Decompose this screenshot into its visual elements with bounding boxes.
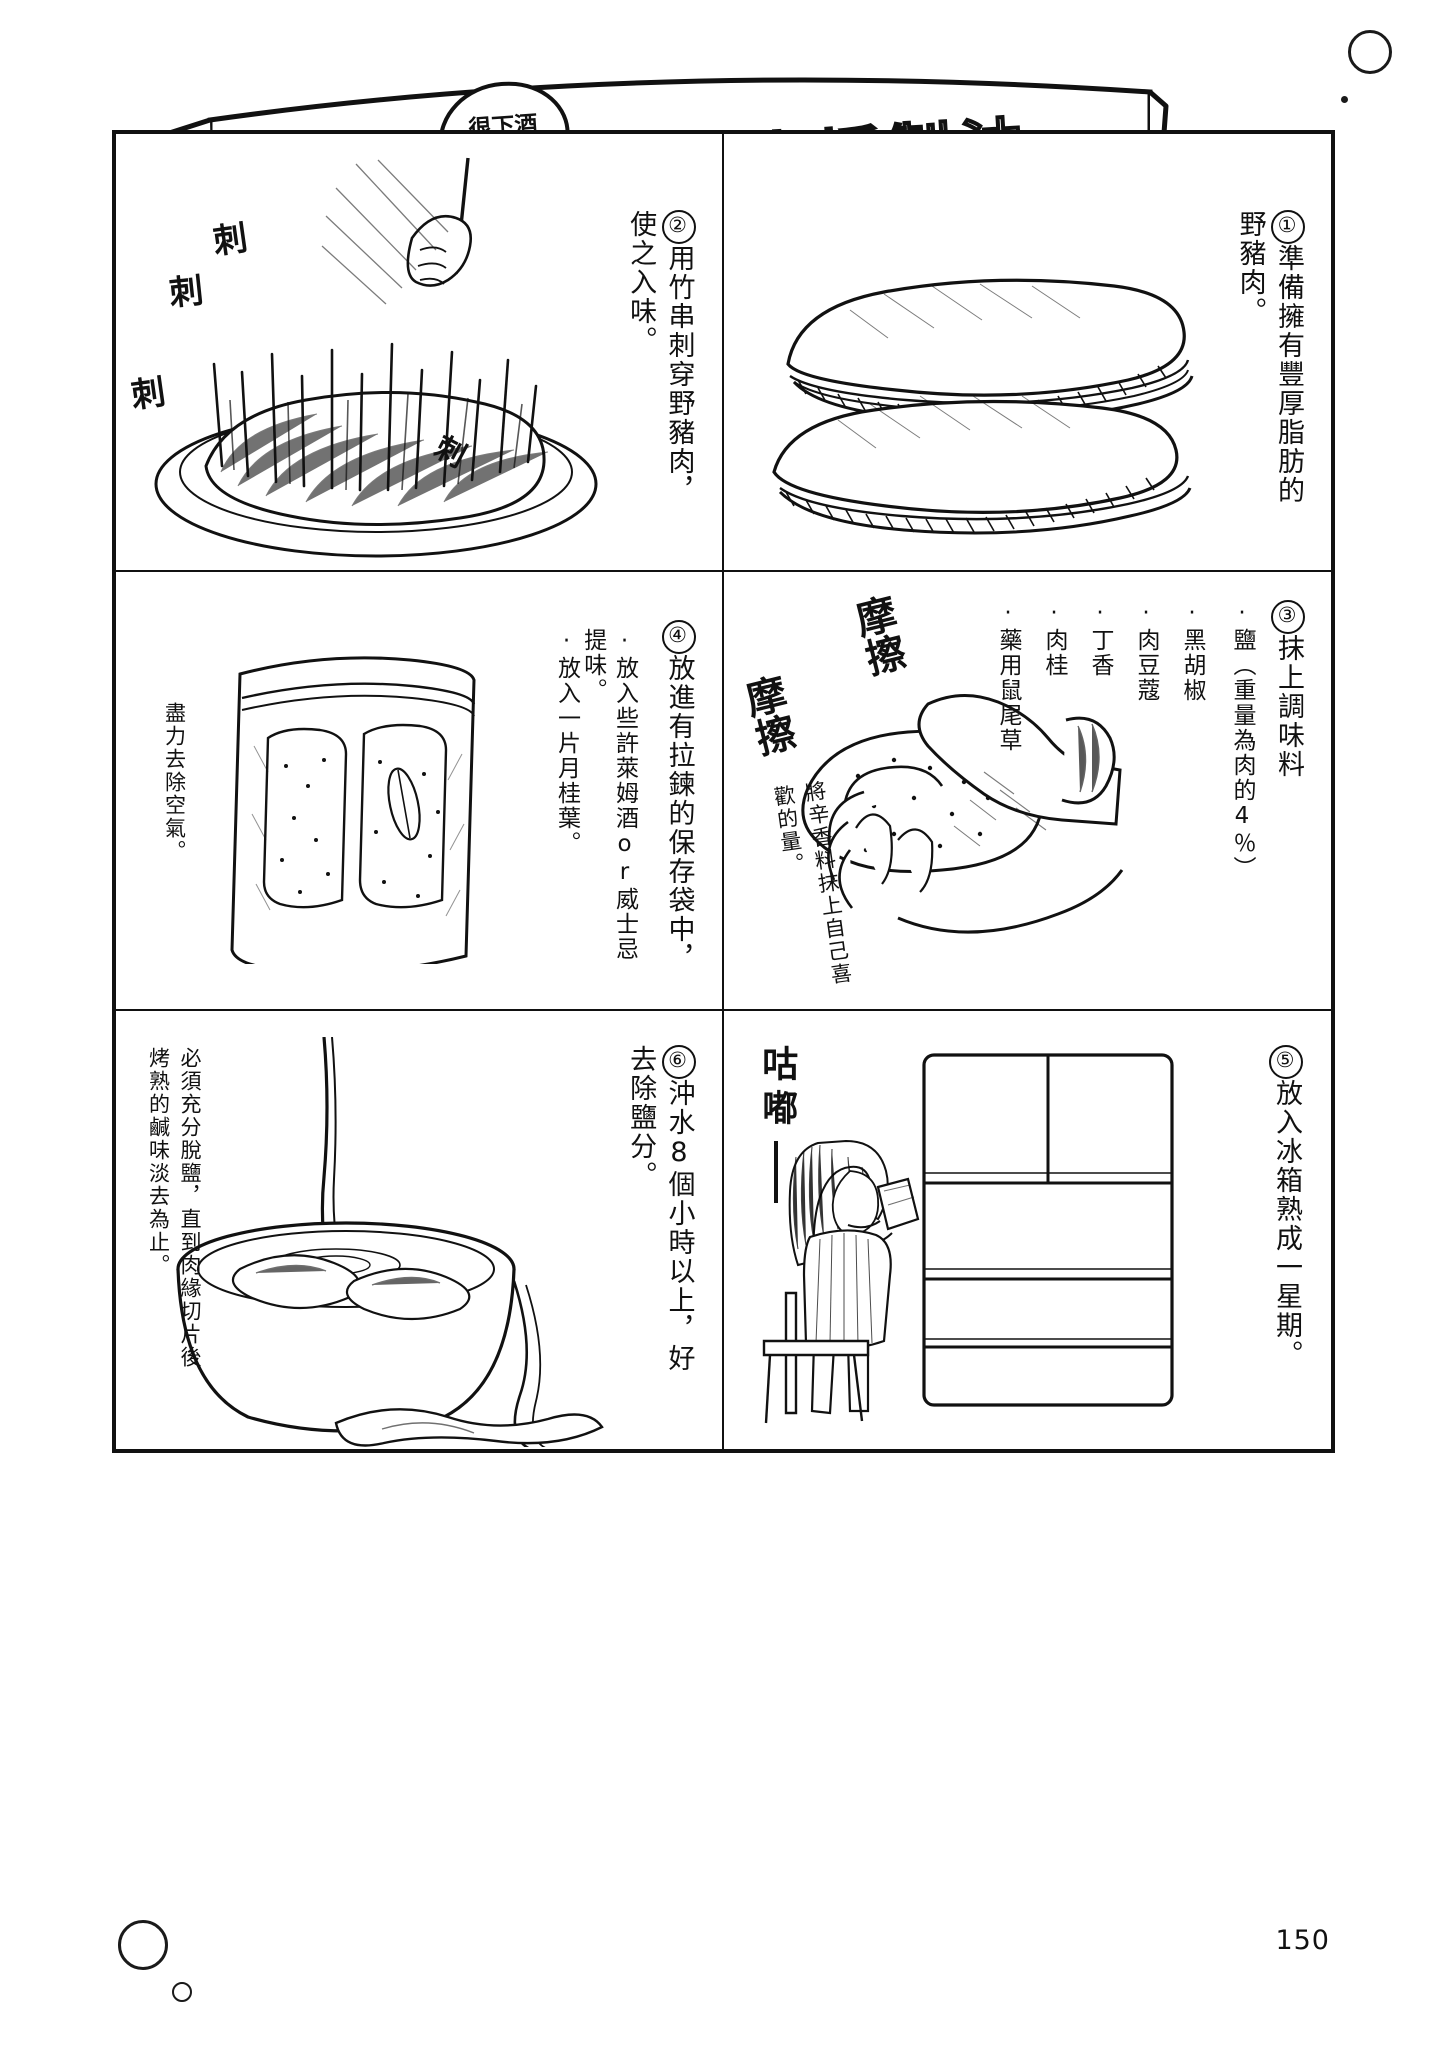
panel-5-girl-drinking [762,1139,919,1423]
panel-4-subitem-2: ·放入一片月桂葉。 [553,628,580,857]
panel-4-subitem-2-text: 放入一片月桂葉。 [553,656,580,857]
panel-3-caption-text: 抹上調味料 [1273,634,1304,780]
panel-5: 咕 嘟 ⑤放入冰箱熟成一星期。 [721,1008,1333,1451]
panel-4-note: 盡力去除空氣。 [162,702,187,864]
panel-5-number: ⑤ [1269,1044,1303,1079]
panel-6-caption: ⑥沖水8個小時以上，好去除鹽分。 [621,1044,698,1375]
panel-3: 摩擦 摩擦 將辛香料抹上自己喜歡的量。 ③抹上調味料 ·鹽（重量為肉的4％） ·… [721,570,1333,1013]
decor-bubble-bottom-left [118,1920,168,1970]
panel-5-fridge [921,1053,1174,1407]
panel-3-ingredient-2: ·黑胡椒 [1179,600,1205,704]
panel-4-caption-text: 放進有拉鍊的保存袋中， [663,654,695,974]
panel-3-art [800,694,1123,934]
panel-2-number: ② [661,210,696,244]
panel-2-hand [321,157,472,305]
panel-3-ingredient-3: ·肉豆蔻 [1133,600,1159,704]
panel-1-caption: ①準備擁有豐厚脂肪的野豬肉。 [1230,210,1307,510]
panel-3-number: ③ [1271,600,1305,635]
panel-4-caption: ④放進有拉鍊的保存袋中， [659,620,697,1000]
panel-3-ingredient-1-text: 鹽（重量為肉的4％） [1229,628,1255,882]
panel-3-ingredient-5: ·肉桂 [1041,600,1067,679]
panel-3-ingredient-5-text: 肉桂 [1041,628,1067,679]
panel-4-art [230,656,476,965]
panel-5-caption: ⑤放入冰箱熟成一星期。 [1267,1044,1305,1385]
panel-grid: 刺 刺 刺 刺 ②用竹串刺穿野豬肉，使之入味。 [112,130,1335,1453]
panel-3-ingredient-6-text: 藥用鼠尾草 [995,628,1021,754]
panel-3-ingredient-3-text: 肉豆蔻 [1133,628,1159,704]
panel-4: 盡力去除空氣。 ④放進有拉鍊的保存袋中， ·放入些許萊姆酒or威士忌提味。 ·放… [114,570,726,1013]
panel-3-ingredient-1: ·鹽（重量為肉的4％） [1229,600,1255,882]
panel-2-sfx-1: 刺 [204,219,249,259]
panel-4-number: ④ [661,620,696,655]
panel-4-subitem-1-text: 放入些許萊姆酒or威士忌提味。 [579,628,638,963]
panel-6-caption-text: 沖水8個小時以上，好去除鹽分。 [625,1044,695,1373]
decor-dot-top-right [1341,96,1348,103]
panel-1-number: ① [1271,210,1305,244]
decor-bubble-top-right [1348,30,1392,74]
panel-5-caption-text: 放入冰箱熟成一星期。 [1271,1078,1302,1369]
decor-bubble-bottom-left-small [172,1982,192,2002]
panel-1-caption-text: 準備擁有豐厚脂肪的野豬肉。 [1234,210,1304,505]
panel-3-ingredient-2-text: 黑胡椒 [1179,628,1205,704]
panel-2-sfx-3: 刺 [122,373,167,413]
panel-6-note: 必須充分脫鹽，直到肉緣切片後烤熟的鹹味淡去為止。 [146,1046,203,1369]
panel-6-number: ⑥ [661,1044,696,1079]
panel-3-sfx-2: 摩擦 [844,591,909,681]
panel-2: 刺 刺 刺 刺 ②用竹串刺穿野豬肉，使之入味。 [114,132,726,575]
page-number: 150 [1275,1925,1330,1956]
panel-6-art [176,1036,604,1447]
panel-4-subitem-1: ·放入些許萊姆酒or威士忌提味。 [579,628,638,963]
panel-2-caption: ②用竹串刺穿野豬肉，使之入味。 [621,210,698,510]
panel-3-caption: ③抹上調味料 [1269,600,1307,930]
panel-5-sfx-2: 嘟 [756,1088,798,1125]
panel-5-sfx-1: 咕 [756,1044,798,1081]
panel-1-art [771,278,1193,535]
panel-6: 必須充分脫鹽，直到肉緣切片後烤熟的鹹味淡去為止。 ⑥沖水8個小時以上，好去除鹽分… [114,1008,726,1451]
panel-5-sfx-line [773,1140,778,1203]
panel-3-ingredient-4-text: 丁香 [1087,628,1113,679]
panel-3-ingredient-6: ·藥用鼠尾草 [995,600,1021,754]
panel-2-sfx-2: 刺 [161,271,205,310]
panel-3-ingredient-4: ·丁香 [1087,600,1113,679]
panel-1: ①準備擁有豐厚脂肪的野豬肉。 [721,132,1333,575]
panel-2-art [154,342,598,558]
panel-2-caption-text: 用竹串刺穿野豬肉，使之入味。 [625,210,695,505]
